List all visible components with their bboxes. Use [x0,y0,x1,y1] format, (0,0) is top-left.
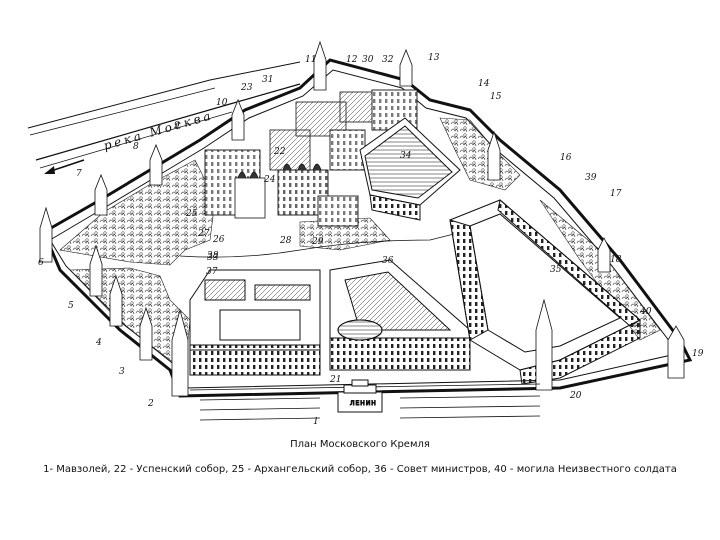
callout-6: 6 [38,258,44,268]
callout-28: 28 [279,236,292,246]
mausoleum: ЛЕНИН [337,379,383,413]
callout-4: 4 [95,338,102,348]
callout-34: 34 [400,151,412,161]
red-square [189,383,541,421]
callout-7: 7 [76,169,82,179]
callout-17: 17 [610,189,622,199]
arsenal-building [449,199,641,385]
cathedral-square [204,89,418,227]
callout-10: 10 [216,98,228,108]
figure-legend: 1- Мавзолей, 22 - Успенский собор, 25 - … [43,464,677,475]
callout-35: 35 [550,265,562,275]
river-flow-arrow [44,159,85,174]
callout-9: 9 [174,121,180,131]
callout-21: 21 [329,375,341,385]
kremlin-road [179,229,471,258]
kremlin-illustration: река Москва [27,40,704,427]
callout-1: 1 [313,417,319,427]
callout-5: 5 [68,301,74,311]
garden-west [59,159,216,266]
callout-36: 36 [382,256,394,266]
river-label: река Москва [102,108,215,153]
callout-11: 11 [305,55,316,65]
callout-40: 40 [639,307,652,317]
palace-of-congresses [359,117,461,221]
callout-24: 24 [263,175,276,185]
river-embankment [27,61,301,169]
wall-towers [39,40,685,397]
senate-building [329,259,471,371]
callout-15: 15 [490,92,502,102]
callout-32: 32 [382,55,394,65]
callout-16: 16 [560,153,572,163]
callout-2: 2 [147,399,154,409]
callout-23: 23 [240,83,253,93]
callout-27: 27 [197,229,210,239]
mausoleum-inscription: ЛЕНИН [350,400,377,407]
callout-19: 19 [692,349,704,359]
callout-12: 12 [346,55,358,65]
callout-25: 25 [185,209,198,219]
callout-26: 26 [212,235,225,245]
callout-labels: 1 2 3 4 5 6 7 8 9 10 11 12 13 14 15 16 1… [38,53,704,427]
callout-31: 31 [262,75,273,85]
callout-33: 33 [207,253,219,263]
callout-13: 13 [428,53,440,63]
presidium-building [189,269,321,376]
callout-8: 8 [133,142,139,152]
callout-39: 39 [585,173,597,183]
garden-north [439,117,521,191]
callout-29: 29 [311,237,324,247]
callout-3: 3 [119,367,125,377]
callout-30: 30 [362,55,374,65]
callout-22: 22 [273,147,286,157]
callout-18: 18 [610,255,622,265]
callout-38: 38 [207,251,219,261]
callout-20: 20 [569,391,582,401]
callout-14: 14 [478,79,490,89]
figure-title: План Московского Кремля [290,439,430,450]
callout-37: 37 [206,267,218,277]
